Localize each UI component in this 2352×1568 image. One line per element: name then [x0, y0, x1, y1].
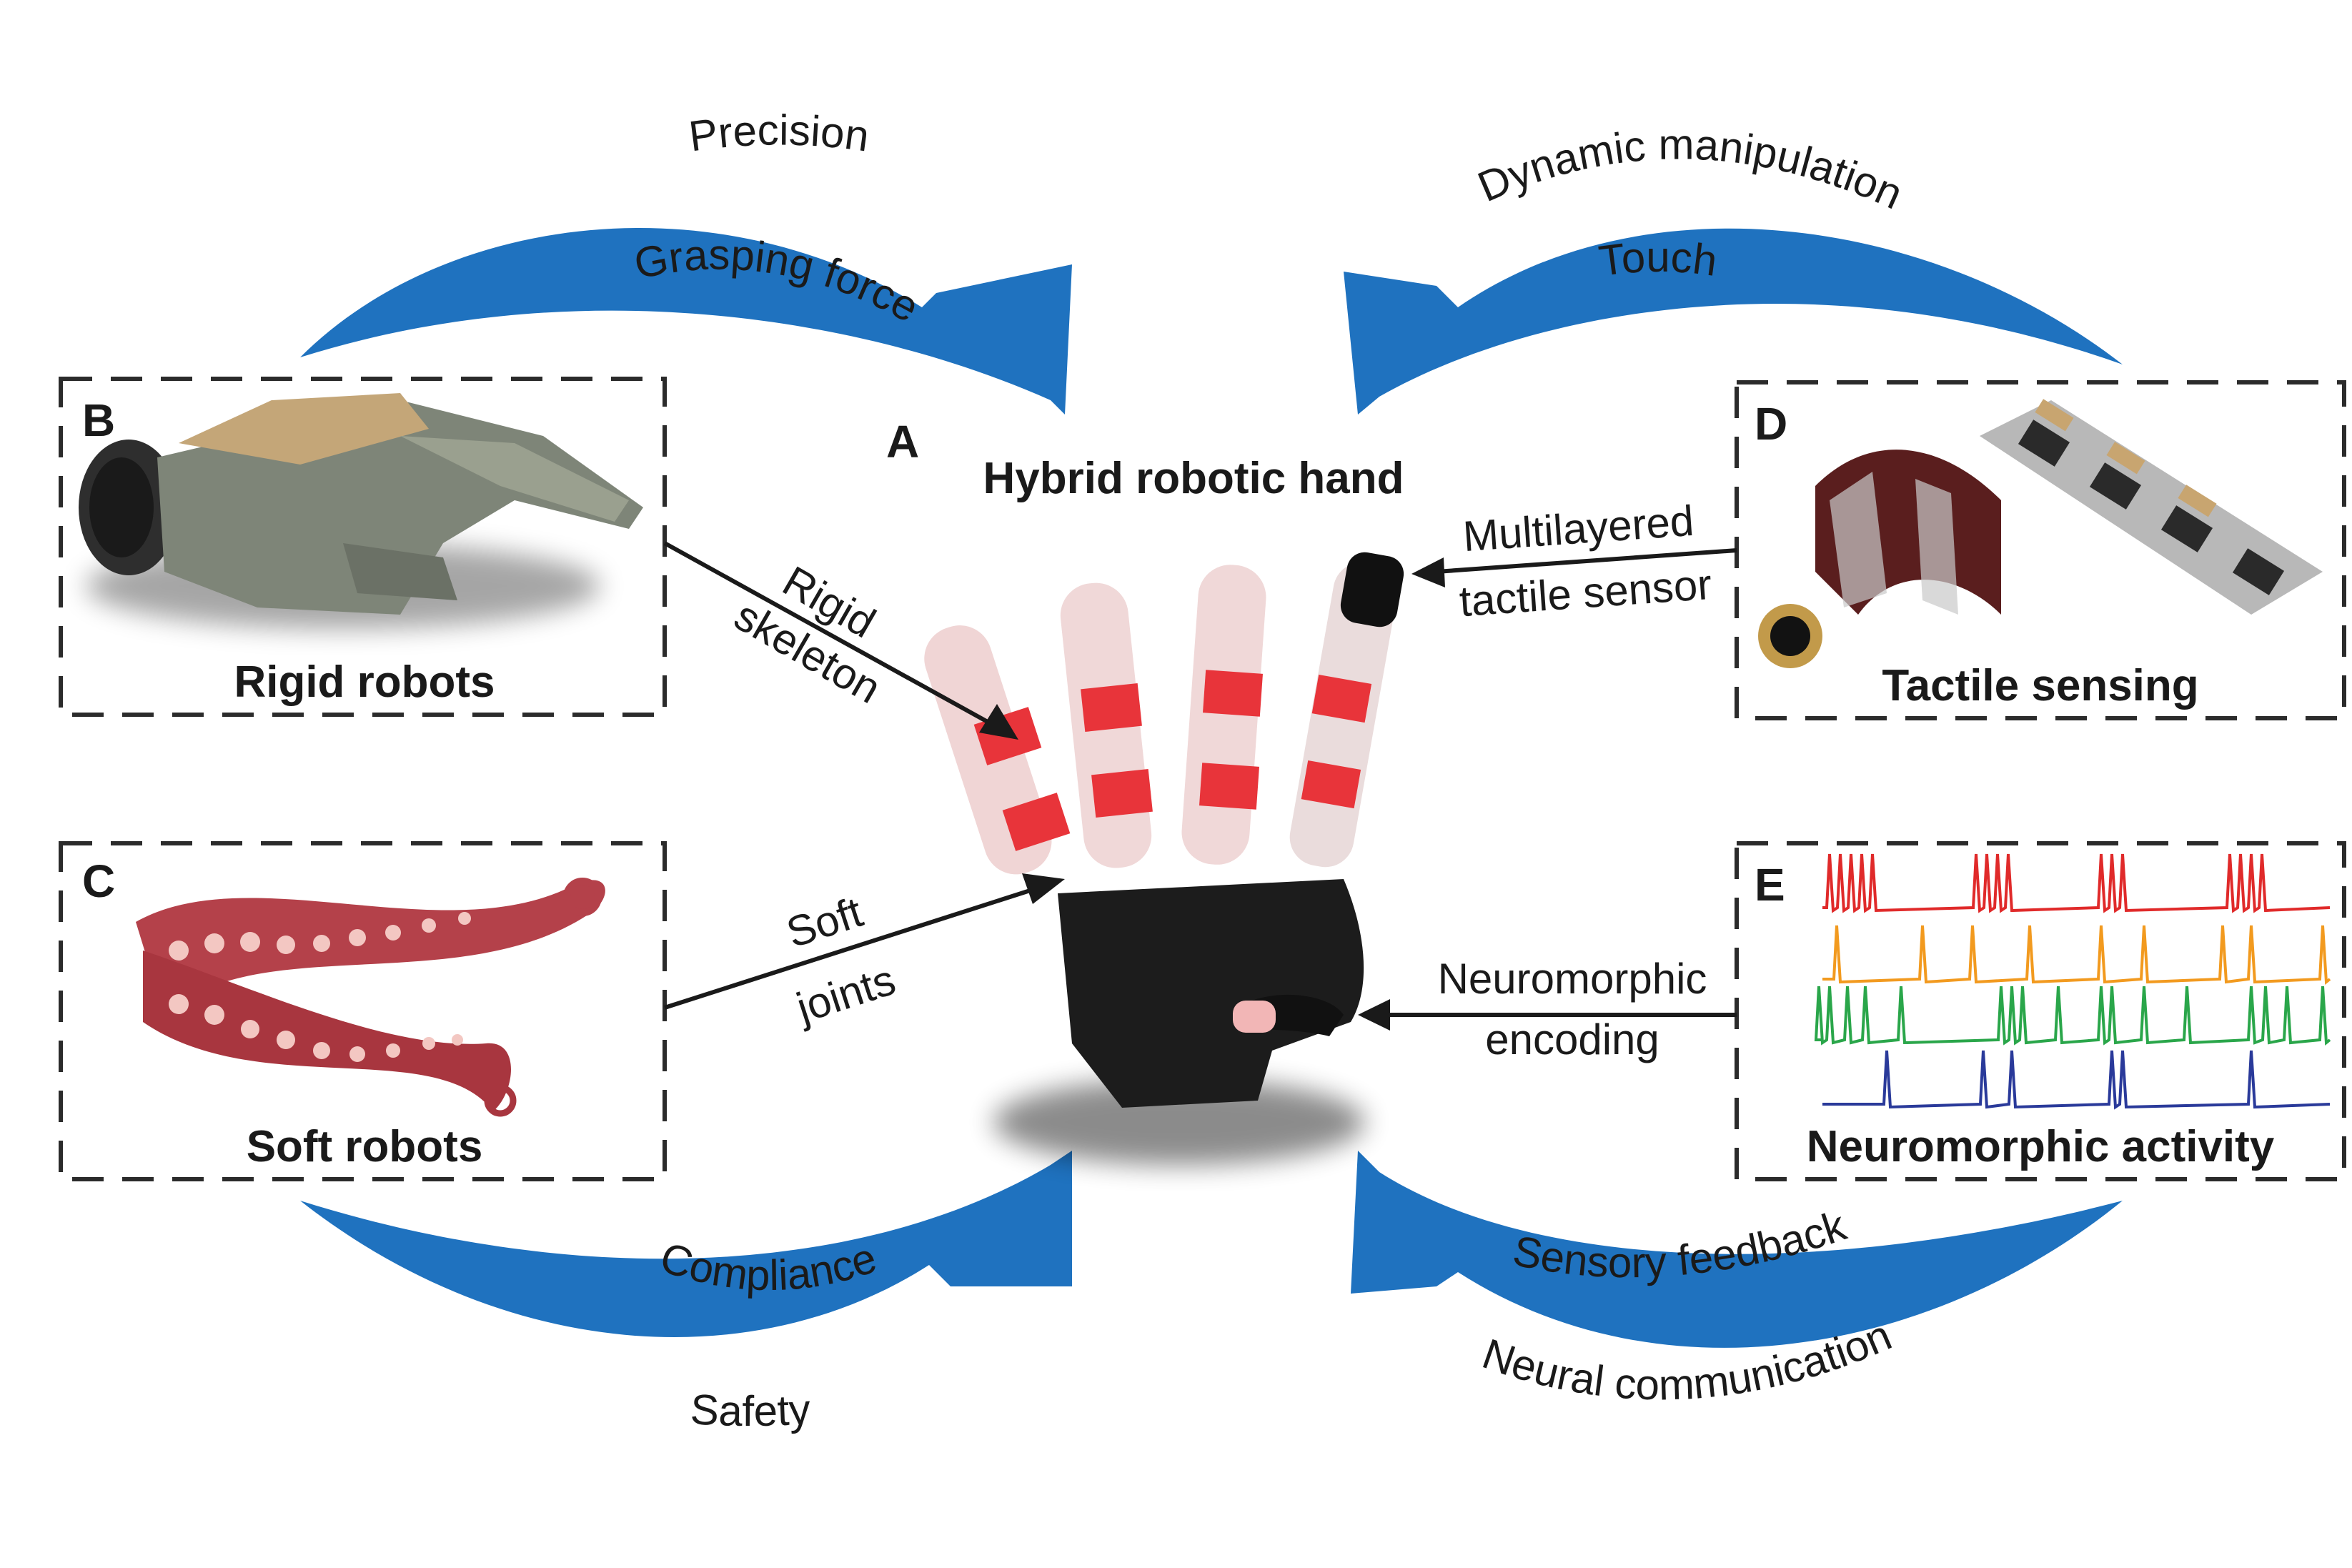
svg-text:joints: joints [790, 956, 901, 1033]
spike-trace-1 [1822, 853, 2331, 913]
hybrid-hand-image [924, 552, 1404, 1165]
panel-b-letter: B [82, 395, 115, 446]
tactile-sensor-image [1758, 399, 2323, 668]
svg-text:tactile sensor: tactile sensor [1458, 560, 1713, 625]
panel-e-letter: E [1755, 859, 1785, 910]
panel-c-letter: C [82, 855, 115, 907]
svg-text:Multilayered: Multilayered [1462, 497, 1695, 560]
panel-d: D Tactile sensing [1735, 380, 2346, 720]
spike-traces [1814, 853, 2331, 1110]
label-precision: Precision [686, 106, 872, 160]
panel-d-letter: D [1755, 398, 1787, 450]
label-touch: Touch [1596, 233, 1720, 285]
svg-text:Neuromorphic: Neuromorphic [1438, 955, 1707, 1003]
panel-c-border [59, 841, 667, 1181]
connector-tactile-sensor: Multilayered tactile sensor [1411, 497, 1737, 625]
svg-text:encoding: encoding [1485, 1016, 1659, 1063]
connector-soft-joints: Soft joints [664, 873, 1065, 1033]
panel-c-caption: Soft robots [247, 1122, 483, 1171]
arrow-bottom-right [1351, 1151, 2123, 1348]
arrow-top-right [1344, 228, 2123, 415]
tentacle-image [136, 878, 605, 1117]
connector-neuromorphic-encoding: Neuromorphic encoding [1358, 955, 1737, 1063]
rigid-hand-image [79, 393, 643, 629]
spike-trace-4 [1822, 1050, 2331, 1110]
spike-trace-3 [1814, 986, 2331, 1046]
panel-b: B Rigid robots [59, 377, 667, 717]
arrow-bottom-left [300, 1151, 1072, 1338]
panel-c: C Soft robots [59, 841, 667, 1181]
arrow-top-left [300, 227, 1072, 415]
panel-e-caption: Neuromorphic activity [1807, 1122, 2275, 1171]
label-dynamic-manipulation: Dynamic manipulation [1471, 120, 1910, 218]
center-hand: A Hybrid robotic hand [886, 416, 1404, 1165]
panel-b-caption: Rigid robots [234, 658, 495, 707]
center-title: Hybrid robotic hand [983, 454, 1404, 503]
panel-e: E Neuromorphic activity [1735, 841, 2346, 1181]
panel-e-border [1735, 841, 2346, 1181]
panel-b-border [59, 377, 667, 717]
label-safety: Safety [689, 1385, 811, 1435]
spike-trace-2 [1822, 925, 2331, 985]
panel-d-caption: Tactile sensing [1882, 661, 2198, 710]
center-letter: A [886, 416, 919, 467]
